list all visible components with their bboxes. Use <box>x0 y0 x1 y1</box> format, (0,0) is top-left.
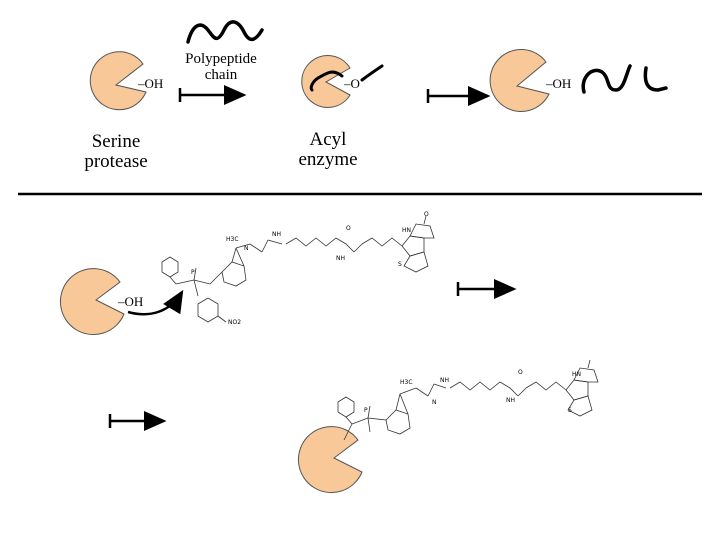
chem2-label-o: O <box>518 369 523 376</box>
chem-label-n: N <box>244 245 249 252</box>
enzyme-2-caption-line2: enzyme <box>298 148 358 170</box>
acyl-chain-icon <box>309 70 344 92</box>
arrow-label-line2: chain <box>204 66 238 83</box>
enzyme-1-pacman-icon <box>89 51 147 111</box>
nucleophilic-attack-arrow <box>127 289 184 316</box>
chem-label-hn: HN <box>402 227 411 234</box>
chem2-label-hn: HN <box>572 371 581 378</box>
enzyme-3-pacman-icon <box>489 49 550 112</box>
chem-label-nh-2: NH <box>336 255 345 262</box>
enzyme-2-caption-line1: Acyl <box>309 129 347 150</box>
bottom-enzyme-1-pacman-icon <box>59 268 125 336</box>
chem-label-o-2: O <box>424 211 429 218</box>
polypeptide-chain-icon <box>186 20 264 44</box>
enzyme-1-caption-line1: Serine <box>91 131 141 152</box>
enzyme-2-caption: Acyl enzyme <box>278 130 378 170</box>
covalent-bond-line <box>343 423 353 441</box>
chem-label-o-1: O <box>346 225 351 232</box>
enzyme-1-oh-label: –OH <box>138 76 164 91</box>
chem-label-nh-1: NH <box>272 231 281 238</box>
chem2-label-methyl: H3C <box>400 379 413 386</box>
enzyme-1-caption: Serine protease <box>66 132 166 172</box>
enzyme-2-o-label: –O <box>344 76 360 91</box>
enzyme-3-oh-label: –OH <box>546 76 572 91</box>
enzyme-2-pacman-icon <box>301 55 351 108</box>
arrow-label: Polypeptide chain <box>176 51 266 84</box>
released-chain-end-icon <box>643 66 668 92</box>
chem2-label-n: N <box>432 399 437 406</box>
acyl-chain-tail-icon <box>360 64 384 82</box>
chem2-label-nh-1: NH <box>440 377 449 384</box>
chem-label-nitro: NO2 <box>228 319 242 326</box>
chem-label-methyl: H3C <box>226 236 239 243</box>
inhibitor-structure-2 <box>337 359 599 435</box>
bottom-enzyme-2-pacman-icon <box>297 426 363 494</box>
chem2-label-nh-2: NH <box>506 397 515 404</box>
enzyme-1-caption-line2: protease <box>84 150 148 172</box>
arrow-label-line1: Polypeptide <box>185 51 257 67</box>
chem2-label-p: P <box>364 407 368 414</box>
chem2-label-s: S <box>568 407 572 414</box>
released-chain-icon <box>581 64 632 94</box>
chem-label-p: P <box>191 269 195 276</box>
chem-label-s: S <box>398 261 402 268</box>
bottom-enzyme-oh-label: –OH <box>118 294 144 309</box>
inhibitor-structure-1 <box>161 215 435 323</box>
